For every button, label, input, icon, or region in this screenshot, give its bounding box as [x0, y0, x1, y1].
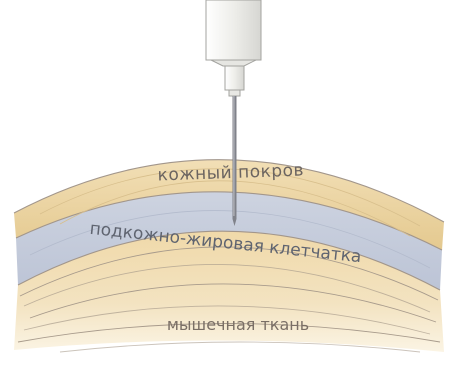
- syringe-taper: [211, 60, 256, 66]
- syringe-hub: [225, 66, 244, 90]
- syringe-hub-tip: [229, 90, 240, 96]
- syringe-barrel: [206, 0, 261, 60]
- needle-highlight: [233, 96, 234, 216]
- muscle-label: мышечная ткань: [167, 315, 309, 334]
